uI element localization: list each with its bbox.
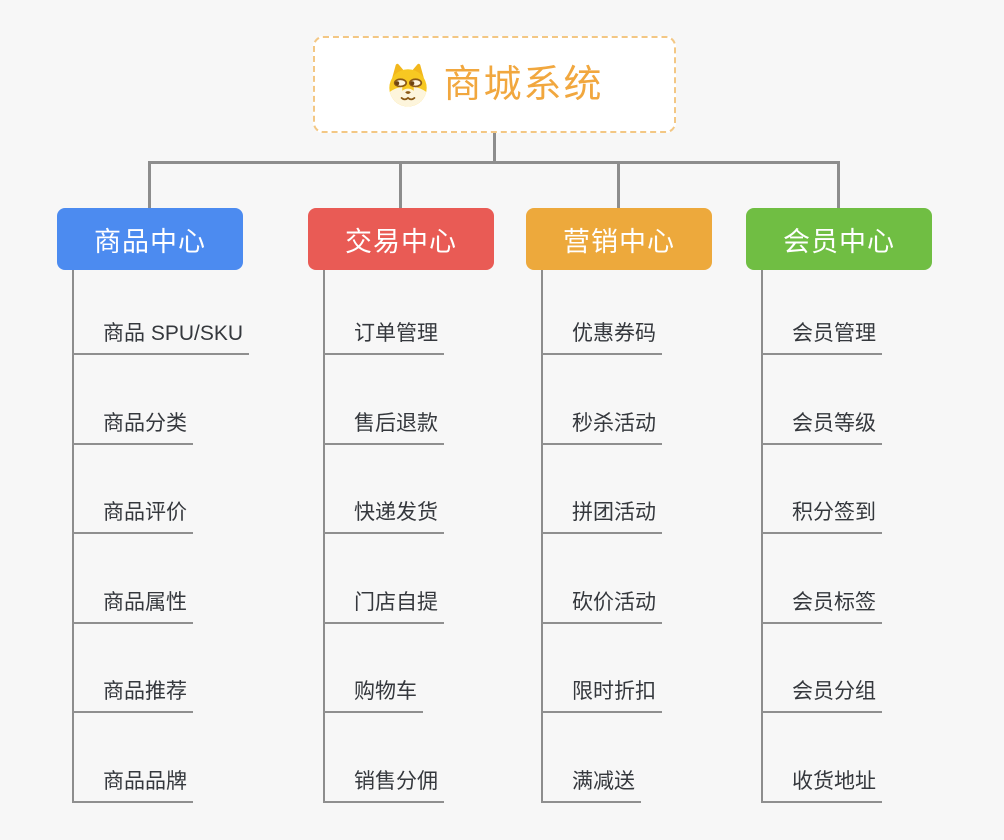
- connector-branch-line: [541, 270, 543, 803]
- connector-drop-trade: [399, 161, 402, 209]
- root-node[interactable]: 商城系统: [313, 36, 676, 133]
- branch-header-products[interactable]: 商品中心: [57, 208, 243, 270]
- leaf-node[interactable]: 拼团活动: [541, 498, 662, 534]
- leaf-node[interactable]: 收货地址: [761, 767, 882, 803]
- branch-header-marketing[interactable]: 营销中心: [526, 208, 712, 270]
- leaf-node[interactable]: 商品评价: [72, 498, 193, 534]
- branch-header-members[interactable]: 会员中心: [746, 208, 932, 270]
- root-title: 商城系统: [443, 63, 604, 106]
- connector-drop-members: [837, 161, 840, 209]
- branch-label: 营销中心: [563, 226, 675, 257]
- branch-label: 商品中心: [94, 226, 206, 257]
- connector-drop-products: [148, 161, 151, 209]
- leaf-node[interactable]: 积分签到: [761, 498, 882, 534]
- leaf-node[interactable]: 门店自提: [323, 588, 444, 624]
- leaf-node[interactable]: 满减送: [541, 767, 641, 803]
- leaf-node[interactable]: 商品推荐: [72, 677, 193, 713]
- connector-branch-line: [323, 270, 325, 803]
- leaf-node[interactable]: 商品分类: [72, 409, 193, 445]
- doge-icon: [385, 61, 431, 109]
- leaf-node[interactable]: 会员管理: [761, 319, 882, 355]
- leaf-node[interactable]: 会员等级: [761, 409, 882, 445]
- branch-label: 交易中心: [345, 226, 457, 257]
- leaf-node[interactable]: 商品属性: [72, 588, 193, 624]
- connector-horizontal-bar: [148, 161, 839, 164]
- leaf-node[interactable]: 会员标签: [761, 588, 882, 624]
- leaf-node[interactable]: 购物车: [323, 677, 423, 713]
- connector-branch-line: [761, 270, 763, 803]
- branch-label: 会员中心: [783, 226, 895, 257]
- leaf-node[interactable]: 商品 SPU/SKU: [72, 319, 250, 355]
- leaf-node[interactable]: 售后退款: [323, 409, 444, 445]
- connector-branch-line: [72, 270, 74, 803]
- leaf-node[interactable]: 会员分组: [761, 677, 882, 713]
- leaf-node[interactable]: 秒杀活动: [541, 409, 662, 445]
- leaf-node[interactable]: 商品品牌: [72, 767, 193, 803]
- branch-header-trade[interactable]: 交易中心: [308, 208, 494, 270]
- leaf-node[interactable]: 限时折扣: [541, 677, 662, 713]
- connector-root-stem: [493, 133, 496, 164]
- leaf-node[interactable]: 快递发货: [323, 498, 444, 534]
- leaf-node[interactable]: 砍价活动: [541, 588, 662, 624]
- connector-drop-marketing: [617, 161, 620, 209]
- leaf-node[interactable]: 优惠券码: [541, 319, 662, 355]
- leaf-node[interactable]: 订单管理: [323, 319, 444, 355]
- leaf-node[interactable]: 销售分佣: [323, 767, 444, 803]
